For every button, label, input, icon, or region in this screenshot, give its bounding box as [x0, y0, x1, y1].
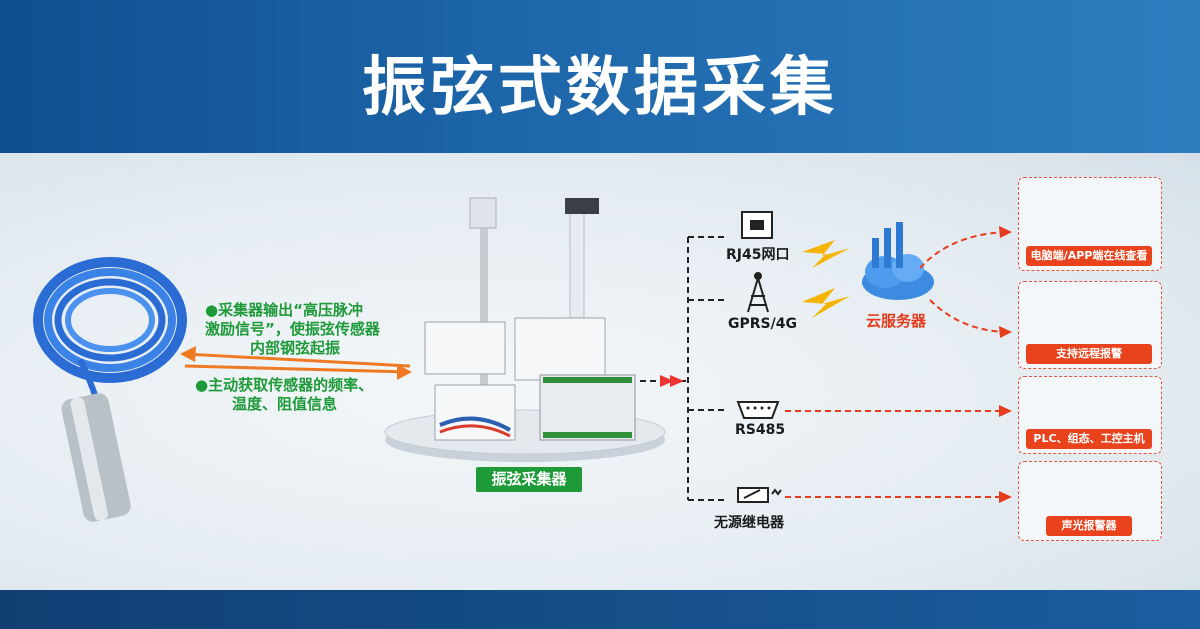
- cloud-server-label: 云服务器: [866, 312, 927, 330]
- output-note-line2: 激励信号”，使振弦传感器: [205, 320, 380, 338]
- vibrating-wire-sensor-illustration: [33, 257, 187, 522]
- collector-devices-illustration: [424, 197, 636, 441]
- excitation-arrow: [184, 352, 411, 368]
- sound-light-alarm-badge: 声光报警器: [1046, 516, 1132, 536]
- remote-alarm-badge: 支持远程报警: [1026, 344, 1152, 364]
- output-note-line1: ●采集器输出“高压脉冲: [205, 301, 363, 319]
- rj45-label: RJ45网口: [726, 247, 790, 263]
- antenna-tower-icon: [747, 272, 769, 313]
- relay-label: 无源继电器: [714, 515, 784, 531]
- input-note-line2: 温度、阻值信息: [232, 395, 338, 413]
- header-banner: [0, 0, 1200, 153]
- output-note-line3: 内部钢弦起振: [250, 339, 341, 357]
- input-note-line1: ●主动获取传感器的频率、: [195, 376, 374, 394]
- feedback-arrow: [184, 364, 409, 374]
- wireless-signal-icon: [802, 240, 850, 268]
- rj45-port-icon: [741, 211, 773, 239]
- footer-bar: [0, 590, 1200, 629]
- plc-badge: PLC、组态、工控主机: [1026, 429, 1152, 449]
- page-title: 振弦式数据采集: [362, 51, 838, 125]
- pc-app-badge: 电脑端/APP端在线查看: [1026, 246, 1152, 266]
- db9-connector-icon: [736, 401, 780, 419]
- relay-switch-icon: [737, 487, 782, 503]
- collector-label: 振弦采集器: [476, 467, 582, 492]
- cloud-server-icon: [862, 222, 934, 300]
- gprs-label: GPRS/4G: [728, 316, 797, 332]
- rs485-label: RS485: [735, 422, 786, 438]
- wireless-signal-icon-2: [802, 288, 850, 318]
